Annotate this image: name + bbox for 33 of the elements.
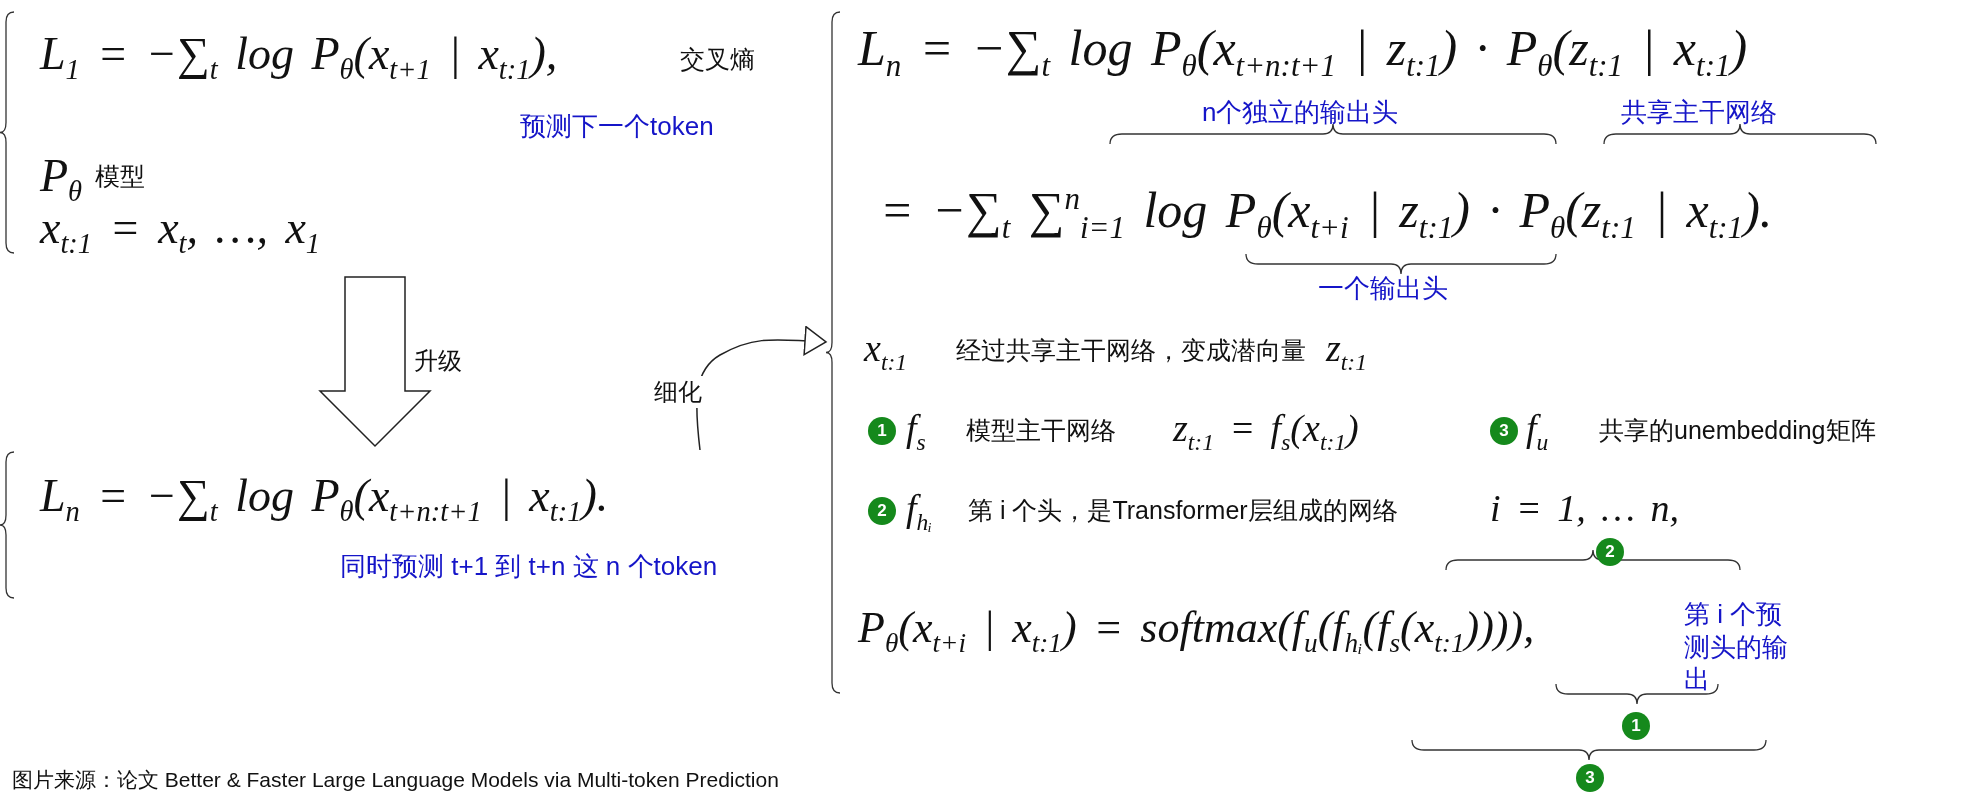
formula: x$_{t:1}$ — [864, 326, 908, 376]
number-badge: 1 — [868, 417, 896, 445]
annotation: 同时预测 t+1 到 t+n 这 n 个token — [340, 550, 718, 583]
number-badge: 2 — [868, 497, 896, 525]
annotation: 共享的unembedding矩阵 — [1599, 415, 1876, 446]
formula: L$_{1}$ = −∑$_{t}$ log P$_{θ}$(x$_{t+1}$ | x$_{t:1}$), — [40, 27, 558, 88]
annotation: 模型主干网络 — [966, 415, 1116, 446]
number-badge: 3 — [1490, 417, 1518, 445]
annotation: 共享主干网络 — [1621, 96, 1777, 129]
number-badge: 3 — [1576, 764, 1604, 792]
hollow-arrow — [318, 276, 432, 448]
formula: L$_{n}$ = −∑$_{t}$ log P$_{θ}$(x$_{t+n:t+1}$ | z$_{t:1}$) · P$_{θ}$(z$_{t:1}$ | x$_{t:1}$) — [858, 19, 1748, 85]
formula: f$_{u}$ — [1526, 406, 1549, 456]
formula: L$_{n}$ = −∑$_{t}$ log P$_{θ}$(x$_{t+n:t+1}$ | x$_{t:1}$). — [40, 469, 609, 530]
annotation: n个独立的输出头 — [1202, 96, 1399, 129]
formula: z$_{t:1}$ = f$_{s}$(x$_{t:1}$) — [1173, 406, 1359, 456]
annotation: 交叉熵 — [680, 44, 755, 75]
formula: f$_{s}$ — [906, 406, 926, 456]
number-badge: 1 — [1622, 712, 1650, 740]
caption: 图片来源：论文 Better & Faster Large Language Models via Multi-token Prediction — [12, 767, 779, 793]
annotation: 第 i 个预测头的输出 — [1684, 598, 1789, 696]
edge-label: 细化 — [652, 376, 704, 408]
formula: = −∑$_{t}$ ∑$^{n}$$_{i=1}$ log P$_{θ}$(x$_{t+i}$ | z$_{t:1}$) · P$_{θ}$(z$_{t:1}$ | x$_{t:1}$). — [880, 180, 1773, 247]
formula: f$_{hᵢ}$ — [906, 486, 933, 536]
annotation: 预测下一个token — [520, 110, 714, 143]
formula: z$_{t:1}$ — [1326, 326, 1367, 376]
annotation: 一个输出头 — [1318, 272, 1448, 305]
formula: i = 1, … n, — [1490, 486, 1679, 531]
formula: P$_{θ}$(x$_{t+i}$ | x$_{t:1}$) = softmax(f$_{u}$(f$_{hᵢ}$(f$_{s}$(x$_{t:1}$)))), — [858, 602, 1535, 660]
number-badge: 2 — [1596, 538, 1624, 566]
annotation: 模型 — [95, 161, 145, 192]
annotation: 经过共享主干网络，变成潜向量 — [956, 335, 1306, 366]
annotation: 第 i 个头，是Transformer层组成的网络 — [968, 495, 1398, 526]
